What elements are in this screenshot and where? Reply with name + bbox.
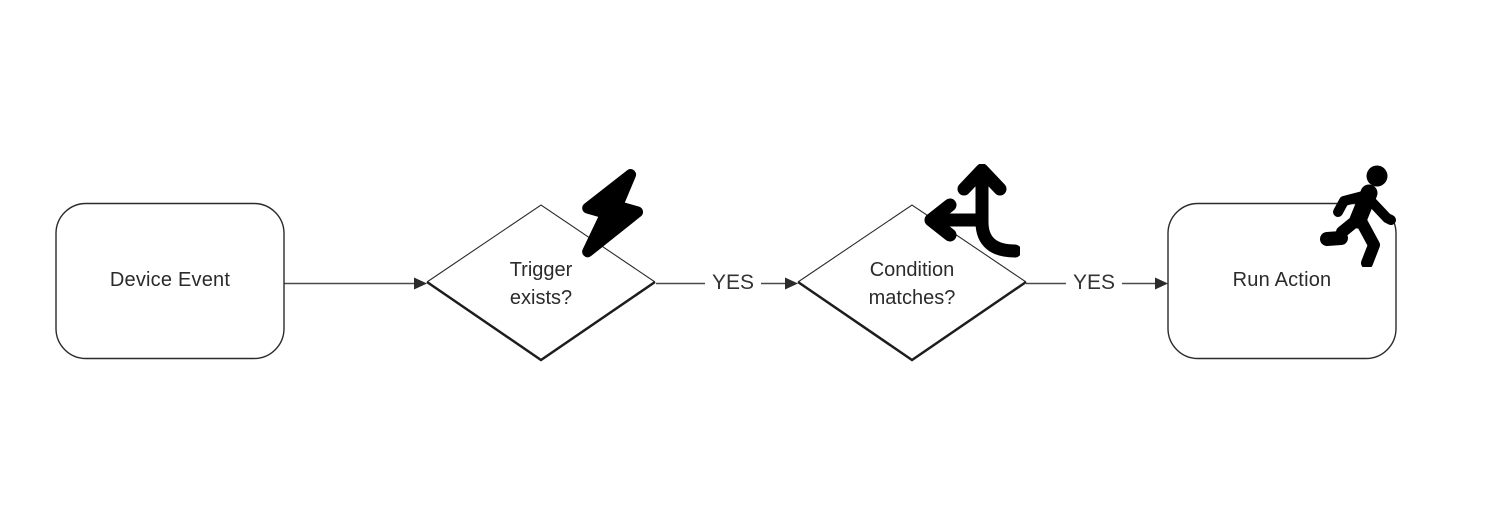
- yes-label-condition-to-run-action: YES: [1054, 268, 1134, 298]
- arrowhead-icon: [785, 277, 798, 290]
- device-event-label: Device Event: [109, 269, 231, 291]
- lightning-bolt-icon: [582, 169, 644, 258]
- yes-label-trigger-to-condition: YES: [693, 268, 773, 298]
- condition-matches-label-line2: matches?: [868, 287, 956, 309]
- trigger-exists-label-line2: exists?: [509, 287, 573, 309]
- running-person-icon: [1320, 165, 1396, 267]
- node-condition-matches: [797, 204, 1027, 362]
- condition-matches-label: Condition matches?: [812, 256, 1012, 312]
- connector-device-event-to-trigger: [284, 277, 427, 290]
- arrowhead-icon: [1155, 277, 1168, 290]
- node-device-event: [55, 202, 285, 360]
- condition-matches-label-line1: Condition: [869, 259, 955, 281]
- arrowhead-icon: [414, 277, 427, 290]
- trigger-exists-label: Trigger exists?: [441, 256, 641, 312]
- trigger-exists-label-line1: Trigger: [509, 259, 573, 281]
- branch-arrows-icon: [924, 164, 1020, 258]
- run-action-label: Run Action: [1232, 269, 1332, 291]
